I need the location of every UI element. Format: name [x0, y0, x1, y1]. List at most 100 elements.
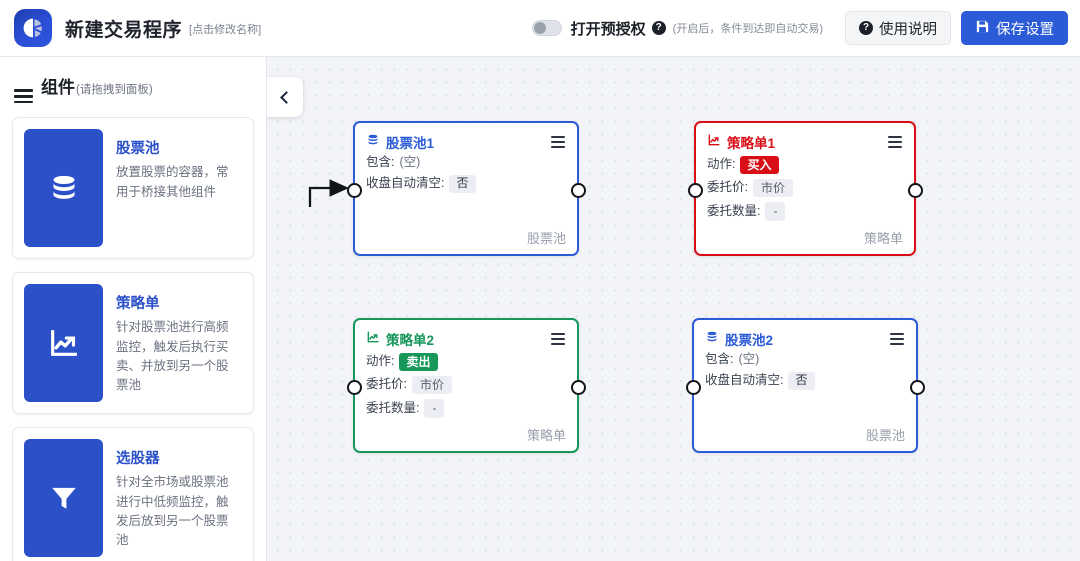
node-header: 策略单1 — [696, 123, 914, 155]
node-field-row: 动作: 买入 — [707, 156, 903, 175]
node-field-row: 包含: (空) — [705, 352, 905, 367]
field-label: 动作: — [707, 157, 736, 172]
card-title: 股票池 — [116, 141, 160, 158]
card-text: 策略单 针对股票池进行高频监控，触发后执行买卖、并放到另一个股票池 — [103, 284, 242, 402]
node-type-label: 股票池 — [865, 428, 905, 443]
header-actions: ? 使用说明 保存设置 — [845, 11, 1068, 45]
node-field-row: 收盘自动清空: 否 — [705, 371, 905, 390]
save-disk-icon — [975, 19, 990, 38]
chevron-left-icon — [280, 90, 293, 104]
hamburger-icon[interactable] — [14, 89, 33, 104]
toggle-knob — [533, 22, 546, 34]
chart-line-up-icon — [24, 284, 103, 403]
card-title: 选股器 — [116, 451, 160, 468]
field-label: 收盘自动清空: — [705, 372, 784, 387]
database-icon — [705, 330, 719, 349]
preauth-note: (开启后，条件到达即自动交易) — [672, 23, 823, 35]
app-header: 新建交易程序 [点击修改名称] 打开预授权 ? (开启后，条件到达即自动交易) … — [0, 0, 1080, 57]
node-type-label: 策略单 — [526, 428, 566, 443]
card-description: 针对股票池进行高频监控，触发后执行买卖、并放到另一个股票池 — [116, 320, 229, 393]
node-field-row: 委托价: 市价 — [366, 376, 566, 395]
field-value[interactable]: 买入 — [740, 156, 779, 175]
node-field-row: 委托数量: - — [707, 202, 903, 221]
field-value: (空) — [399, 155, 421, 169]
node-header: 股票池1 — [355, 123, 577, 155]
sidebar-title: 组件 — [41, 78, 75, 97]
field-label: 委托价: — [707, 180, 748, 195]
node-fields: 动作: 卖出 委托价: 市价 委托数量: - — [355, 352, 577, 418]
chart-line-up-icon — [366, 330, 380, 349]
node-field-row: 包含: (空) — [366, 155, 566, 170]
card-description: 放置股票的容器，常用于桥接其他组件 — [116, 165, 229, 199]
node-menu-icon[interactable] — [549, 134, 567, 149]
database-icon — [24, 129, 103, 248]
page-title: 新建交易程序 — [65, 19, 183, 41]
field-value[interactable]: - — [424, 399, 445, 418]
title-edit-hint[interactable]: [点击修改名称] — [189, 24, 262, 36]
field-value[interactable]: 否 — [449, 174, 476, 193]
card-title: 策略单 — [116, 296, 160, 313]
funnel-filter-icon — [24, 439, 103, 558]
node-fields: 包含: (空) 收盘自动清空: 否 — [694, 352, 916, 390]
component-card-strategy-order[interactable]: 策略单 针对股票池进行高频监控，触发后执行买卖、并放到另一个股票池 — [12, 272, 254, 415]
flow-node-strategy1[interactable]: 策略单1 动作: 买入 委托价: 市价 委托数量: - — [687, 121, 923, 256]
node-type-label: 策略单 — [863, 231, 903, 246]
help-button-label: 使用说明 — [879, 21, 937, 38]
field-value[interactable]: 否 — [788, 371, 815, 390]
node-menu-icon[interactable] — [888, 331, 906, 346]
field-label: 包含: — [366, 155, 395, 169]
flow-canvas[interactable]: 股票池1 包含: (空) 收盘自动清空: 否 股票池 — [267, 57, 1080, 561]
node-fields: 动作: 买入 委托价: 市价 委托数量: - — [696, 155, 914, 221]
node-title: 股票池1 — [386, 136, 435, 151]
database-icon — [366, 133, 380, 152]
edge-strategy2-pool1 — [308, 179, 349, 207]
preauth-control-group: 打开预授权 ? (开启后，条件到达即自动交易) — [531, 18, 823, 39]
flow-node-strategy2[interactable]: 策略单2 动作: 卖出 委托价: 市价 委托数量: - — [346, 318, 586, 453]
node-menu-icon[interactable] — [549, 331, 567, 346]
components-sidebar: 组件 (请拖拽到面板) 股票池 放置股票的容器，常用于桥接其他组件 — [0, 57, 267, 561]
app-body: 组件 (请拖拽到面板) 股票池 放置股票的容器，常用于桥接其他组件 — [0, 57, 1080, 561]
field-value[interactable]: - — [765, 202, 786, 221]
node-type-label: 股票池 — [526, 231, 566, 246]
node-port-input[interactable] — [346, 380, 362, 395]
save-button-label: 保存设置 — [996, 21, 1054, 38]
field-value[interactable]: 卖出 — [399, 353, 438, 372]
node-port-input[interactable] — [685, 380, 701, 395]
field-value[interactable]: 市价 — [752, 179, 793, 198]
sidebar-collapse-button[interactable] — [267, 77, 303, 117]
card-text: 选股器 针对全市场或股票池进行中低频监控，触发后放到另一个股票池 — [103, 439, 242, 557]
node-port-input[interactable] — [687, 183, 703, 198]
field-value[interactable]: 市价 — [411, 376, 452, 395]
node-title: 股票池2 — [725, 333, 774, 348]
node-title: 策略单1 — [727, 136, 776, 151]
node-field-row: 动作: 卖出 — [366, 353, 566, 372]
node-header: 策略单2 — [355, 320, 577, 352]
preauth-label: 打开预授权 — [570, 20, 646, 38]
field-label: 收盘自动清空: — [366, 175, 445, 190]
sidebar-header: 组件 (请拖拽到面板) — [12, 71, 254, 117]
node-menu-icon[interactable] — [886, 134, 904, 149]
field-label: 包含: — [705, 352, 734, 366]
node-fields: 包含: (空) 收盘自动清空: 否 — [355, 155, 577, 193]
component-card-stock-screener[interactable]: 选股器 针对全市场或股票池进行中低频监控，触发后放到另一个股票池 — [12, 427, 254, 561]
node-port-input[interactable] — [346, 183, 362, 198]
node-port-output[interactable] — [907, 183, 923, 198]
sidebar-subtitle: (请拖拽到面板) — [76, 84, 153, 96]
chart-line-up-icon — [707, 133, 721, 152]
node-port-output[interactable] — [570, 183, 586, 198]
preauth-toggle[interactable] — [531, 20, 562, 36]
node-field-row: 委托数量: - — [366, 399, 566, 418]
card-text: 股票池 放置股票的容器，常用于桥接其他组件 — [103, 129, 242, 247]
field-label: 动作: — [366, 354, 395, 369]
component-card-stock-pool[interactable]: 股票池 放置股票的容器，常用于桥接其他组件 — [12, 117, 254, 260]
question-mark-icon[interactable]: ? — [651, 21, 666, 35]
save-button[interactable]: 保存设置 — [961, 11, 1068, 45]
flow-node-pool1[interactable]: 股票池1 包含: (空) 收盘自动清空: 否 股票池 — [346, 121, 586, 256]
node-port-output[interactable] — [909, 380, 925, 395]
help-button[interactable]: ? 使用说明 — [845, 11, 951, 45]
question-mark-icon: ? — [859, 21, 873, 35]
node-port-output[interactable] — [570, 380, 586, 395]
flow-node-pool2[interactable]: 股票池2 包含: (空) 收盘自动清空: 否 股票池 — [685, 318, 925, 453]
field-label: 委托数量: — [366, 400, 420, 415]
node-title: 策略单2 — [386, 333, 435, 348]
